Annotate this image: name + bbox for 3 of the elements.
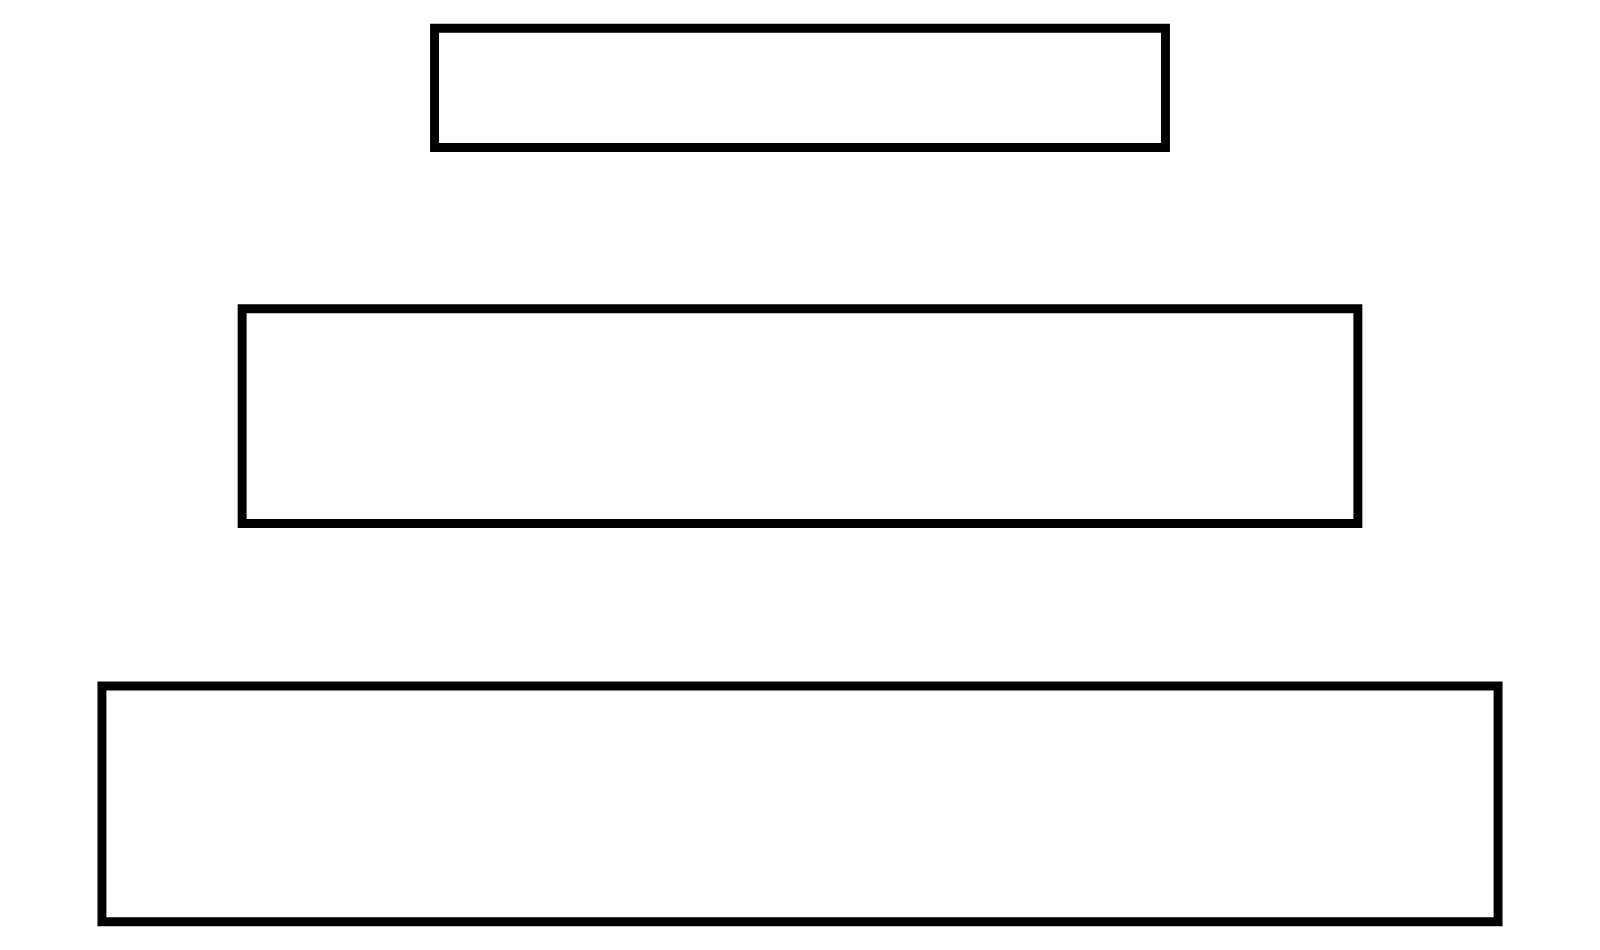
node-box <box>97 681 1503 927</box>
node-box <box>237 304 1363 528</box>
node-box <box>430 23 1170 153</box>
